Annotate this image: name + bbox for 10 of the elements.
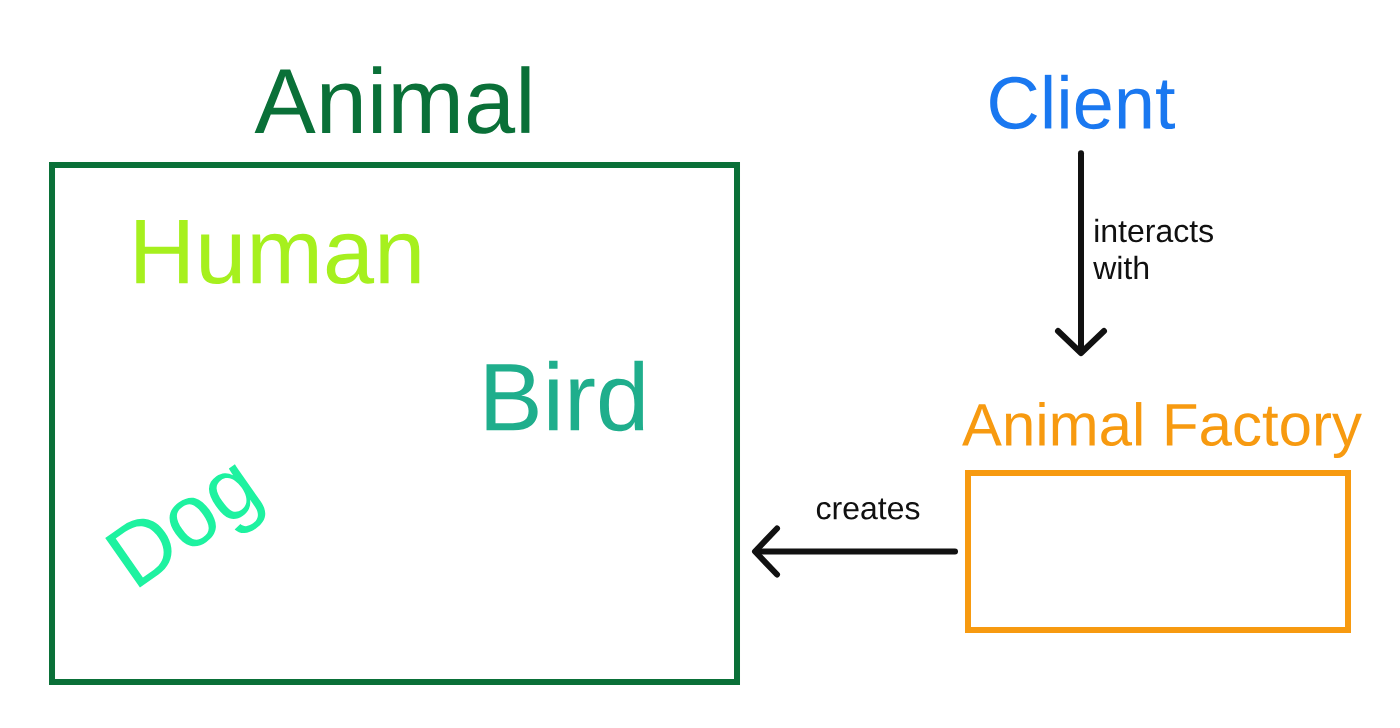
box-title: Animal <box>254 66 530 134</box>
edge-label: creates <box>814 497 922 521</box>
member-label: Bird <box>486 360 644 432</box>
box-title: Animal Factory <box>962 402 1362 458</box>
arrow <box>1055 150 1107 357</box>
member-label: Human <box>136 219 420 285</box>
arrow <box>752 525 958 578</box>
member-label: Dog <box>105 464 266 588</box>
edge-label: interacts with <box>1092 217 1235 281</box>
actor-label: Client <box>990 74 1175 130</box>
